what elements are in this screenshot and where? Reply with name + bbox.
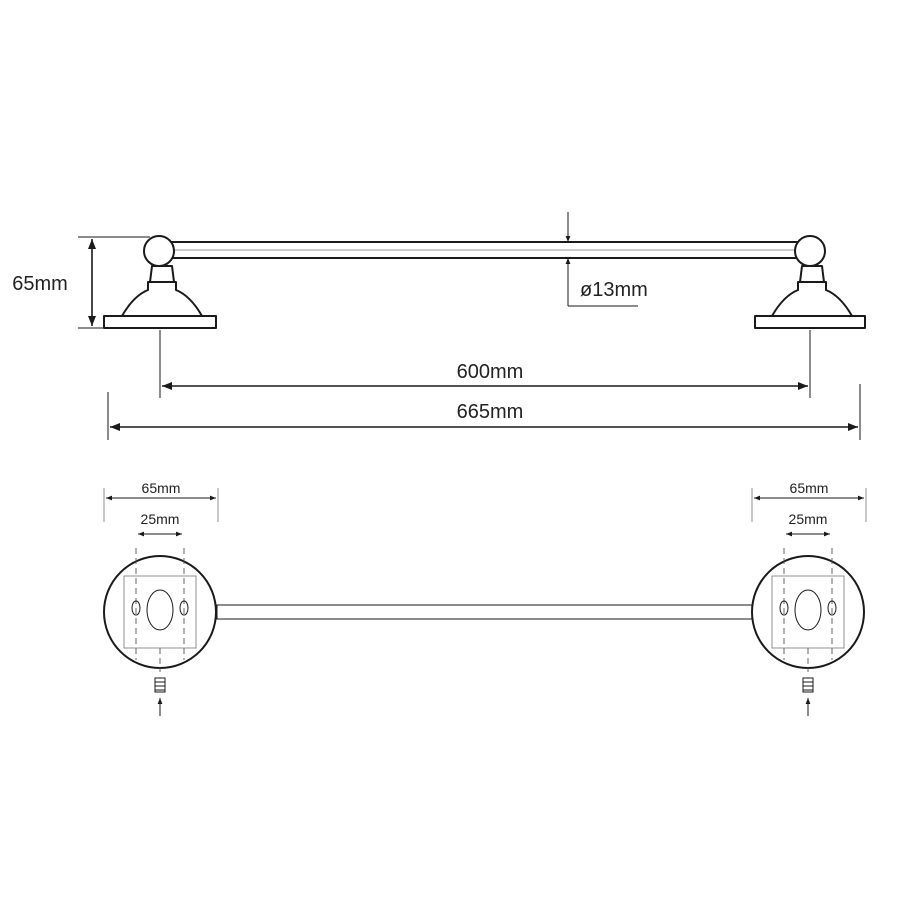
right-ball — [794, 235, 826, 267]
overall-span-label: 665mm — [457, 401, 524, 423]
left-grub-screw — [154, 677, 166, 693]
left-screw-slot-1 — [131, 600, 141, 616]
right-bracket — [754, 235, 866, 329]
left-base-width-label: 65mm — [142, 480, 181, 496]
inner-span-label: 600mm — [457, 361, 524, 383]
left-base-top-view — [103, 548, 217, 716]
right-grub-screw — [802, 677, 814, 693]
height-dimension: 65mm — [12, 236, 150, 329]
diameter-dimension: ø13mm — [565, 212, 648, 307]
right-base-plate — [754, 315, 866, 329]
left-center-hole — [146, 589, 174, 631]
left-neck — [149, 265, 175, 283]
top-view: 65mm 25mm 65mm 25mm — [103, 480, 867, 716]
rail-top-view — [216, 604, 755, 620]
right-neck — [799, 265, 825, 283]
left-base-plate — [103, 315, 217, 329]
left-base-dimensions: 65mm 25mm — [103, 480, 219, 537]
right-base-top-view — [751, 548, 865, 716]
right-base-dimensions: 65mm 25mm — [751, 480, 867, 537]
left-screw-slot-2 — [179, 600, 189, 616]
span-dimensions: 600mm 665mm — [107, 330, 861, 440]
height-label: 65mm — [12, 273, 68, 295]
right-hole-spacing-label: 25mm — [789, 511, 828, 527]
diameter-label: ø13mm — [580, 279, 648, 301]
left-ball — [143, 235, 175, 267]
left-hole-spacing-label: 25mm — [141, 511, 180, 527]
right-center-hole — [794, 589, 822, 631]
right-rose — [771, 281, 853, 317]
right-base-width-label: 65mm — [790, 480, 829, 496]
right-screw-slot-1 — [779, 600, 789, 616]
left-rose — [121, 281, 203, 317]
left-bracket — [103, 235, 217, 329]
right-screw-slot-2 — [827, 600, 837, 616]
front-view: 65mm ø13mm 600mm 665mm — [12, 212, 866, 440]
